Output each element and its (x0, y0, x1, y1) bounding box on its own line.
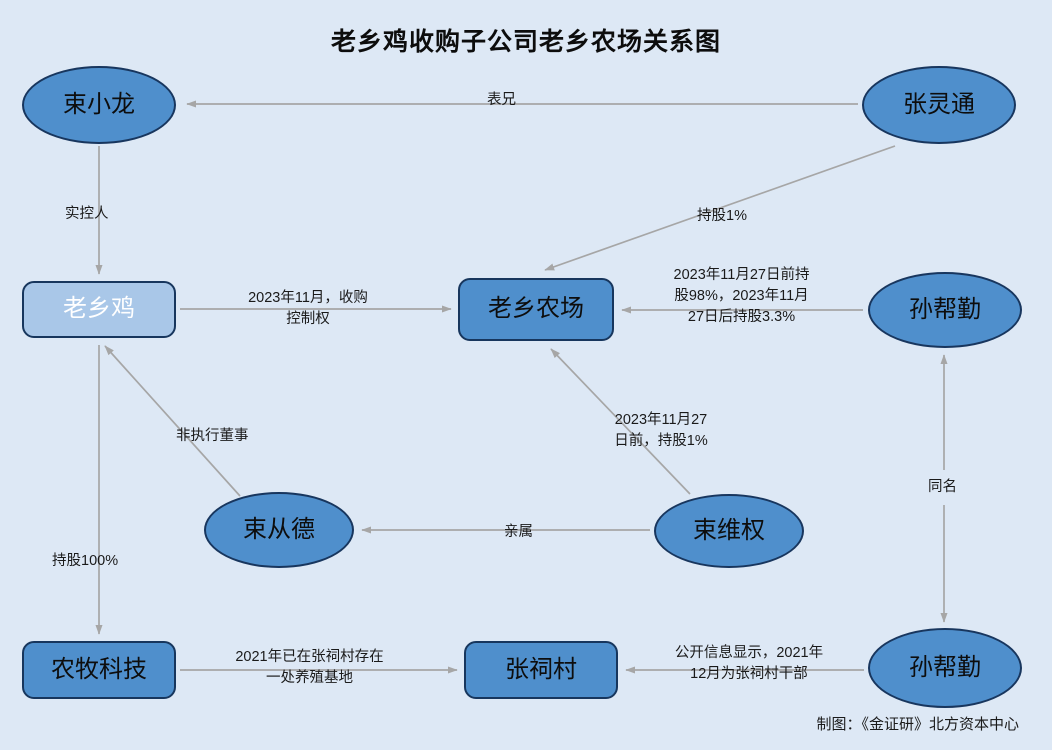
node-label: 老乡农场 (488, 296, 584, 322)
edge-line-feizhixing (105, 346, 240, 496)
node-label: 束维权 (693, 518, 765, 544)
edge-label-qinshu: 亲属 (504, 522, 533, 543)
edge-label-yangzhijidi: 2021年已在张祠村存在 一处养殖基地 (222, 647, 397, 689)
node-label: 张祠村 (505, 657, 577, 683)
edge-label-shougou: 2023年11月，收购 控制权 (228, 288, 388, 330)
node-label: 老乡鸡 (63, 296, 135, 322)
node-zhangcicun[interactable]: 张祠村 (464, 641, 618, 699)
node-sunbangqin-top[interactable]: 孙帮勤 (868, 272, 1022, 348)
edge-label-chigu1-zhang: 持股1% (697, 206, 747, 227)
page-title: 老乡鸡收购子公司老乡农场关系图 (0, 22, 1052, 58)
node-label: 张灵通 (903, 92, 975, 118)
edge-label-chigu100: 持股100% (52, 551, 118, 572)
node-label: 农牧科技 (51, 657, 147, 683)
node-shuxiaolong[interactable]: 束小龙 (22, 66, 176, 144)
edge-label-feizhixing: 非执行董事 (176, 426, 249, 447)
node-shucongde[interactable]: 束从德 (204, 492, 354, 568)
node-sunbangqin-bottom[interactable]: 孙帮勤 (868, 628, 1022, 708)
node-nongmukeji[interactable]: 农牧科技 (22, 641, 176, 699)
edge-label-shikongren: 实控人 (65, 204, 109, 225)
node-label: 束从德 (243, 517, 315, 543)
node-shuweiquan[interactable]: 束维权 (654, 494, 804, 568)
node-laoxiangji[interactable]: 老乡鸡 (22, 281, 176, 338)
edge-label-biaoxiong: 表兄 (487, 90, 516, 111)
node-laoxiangnongchang[interactable]: 老乡农场 (458, 278, 614, 341)
node-label: 孙帮勤 (909, 297, 981, 323)
credit-text: 制图：《金证研》北方资本中心 (816, 713, 1019, 734)
edge-label-chigu1-shu: 2023年11月27 日前，持股1% (601, 410, 721, 452)
edge-label-tongming: 同名 (928, 477, 957, 498)
node-label: 束小龙 (63, 92, 135, 118)
node-zhanglingtong[interactable]: 张灵通 (862, 66, 1016, 144)
node-label: 孙帮勤 (909, 655, 981, 681)
edge-label-cunganbu: 公开信息显示，2021年 12月为张祠村干部 (659, 643, 839, 685)
edge-label-sunbangqin-chigu: 2023年11月27日前持 股98%，2023年11月 27日后持股3.3% (659, 265, 824, 328)
